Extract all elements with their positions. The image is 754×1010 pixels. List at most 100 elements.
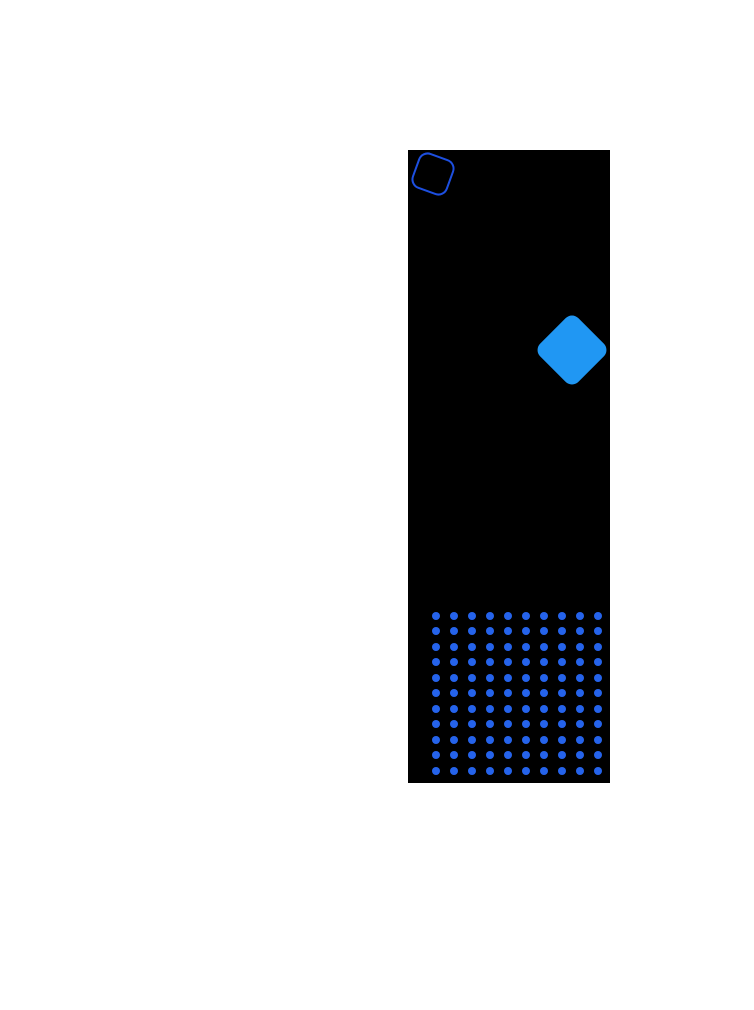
dot <box>486 642 494 651</box>
dot <box>594 751 602 760</box>
dot <box>522 673 530 682</box>
dot <box>450 689 458 698</box>
dot <box>468 704 476 713</box>
dot <box>468 720 476 729</box>
dot <box>522 611 530 620</box>
dot <box>522 642 530 651</box>
dot <box>450 673 458 682</box>
dot <box>522 735 530 744</box>
dot <box>522 658 530 667</box>
dot <box>468 751 476 760</box>
dot <box>504 673 512 682</box>
dot <box>594 766 602 775</box>
dot <box>432 751 440 760</box>
dot <box>486 611 494 620</box>
dot <box>504 658 512 667</box>
dot <box>540 673 548 682</box>
filled-square-decoration <box>533 311 611 389</box>
dot <box>432 658 440 667</box>
dot <box>504 689 512 698</box>
dot-grid-decoration <box>427 608 607 779</box>
dot <box>594 735 602 744</box>
dot <box>594 720 602 729</box>
dot <box>522 720 530 729</box>
dot <box>540 689 548 698</box>
dot <box>540 720 548 729</box>
dot <box>432 642 440 651</box>
dot <box>540 766 548 775</box>
dot <box>522 751 530 760</box>
dot <box>450 720 458 729</box>
dot <box>486 627 494 636</box>
dot <box>432 720 440 729</box>
dot <box>594 658 602 667</box>
dot <box>486 751 494 760</box>
dot <box>576 689 584 698</box>
dot <box>486 720 494 729</box>
dot <box>540 627 548 636</box>
dot <box>540 658 548 667</box>
dot <box>432 689 440 698</box>
hero-panel <box>408 149 611 783</box>
dot <box>540 704 548 713</box>
dot <box>450 735 458 744</box>
dot <box>486 766 494 775</box>
dot <box>432 627 440 636</box>
outlined-square-decoration <box>408 149 458 199</box>
dot <box>576 720 584 729</box>
dot <box>432 735 440 744</box>
dot <box>576 751 584 760</box>
dot <box>558 658 566 667</box>
dot <box>522 627 530 636</box>
dot <box>468 611 476 620</box>
dot <box>594 689 602 698</box>
dot <box>468 658 476 667</box>
dot <box>576 673 584 682</box>
dot <box>504 735 512 744</box>
dot <box>432 766 440 775</box>
dot <box>576 766 584 775</box>
dot <box>558 766 566 775</box>
dot <box>468 627 476 636</box>
dot <box>558 673 566 682</box>
dot <box>540 751 548 760</box>
dot <box>594 673 602 682</box>
dot <box>558 627 566 636</box>
dot <box>576 735 584 744</box>
dot <box>486 658 494 667</box>
dot <box>540 611 548 620</box>
dot <box>576 658 584 667</box>
dot <box>450 766 458 775</box>
dot <box>504 766 512 775</box>
dot <box>468 673 476 682</box>
dot <box>594 611 602 620</box>
dot <box>432 704 440 713</box>
dot <box>468 689 476 698</box>
dot <box>504 627 512 636</box>
dot <box>576 642 584 651</box>
dot <box>432 673 440 682</box>
dot <box>450 751 458 760</box>
dot <box>540 642 548 651</box>
dot <box>558 611 566 620</box>
dot <box>558 642 566 651</box>
dot <box>486 735 494 744</box>
dot <box>468 642 476 651</box>
dot <box>558 704 566 713</box>
dot <box>558 735 566 744</box>
dot <box>504 704 512 713</box>
dot <box>522 766 530 775</box>
dot <box>486 673 494 682</box>
dot <box>576 704 584 713</box>
dot <box>450 704 458 713</box>
dot <box>558 720 566 729</box>
dot <box>450 611 458 620</box>
dot <box>522 689 530 698</box>
dot <box>450 658 458 667</box>
dot <box>594 627 602 636</box>
dot <box>504 720 512 729</box>
dot <box>522 704 530 713</box>
dot <box>576 611 584 620</box>
dot <box>504 642 512 651</box>
